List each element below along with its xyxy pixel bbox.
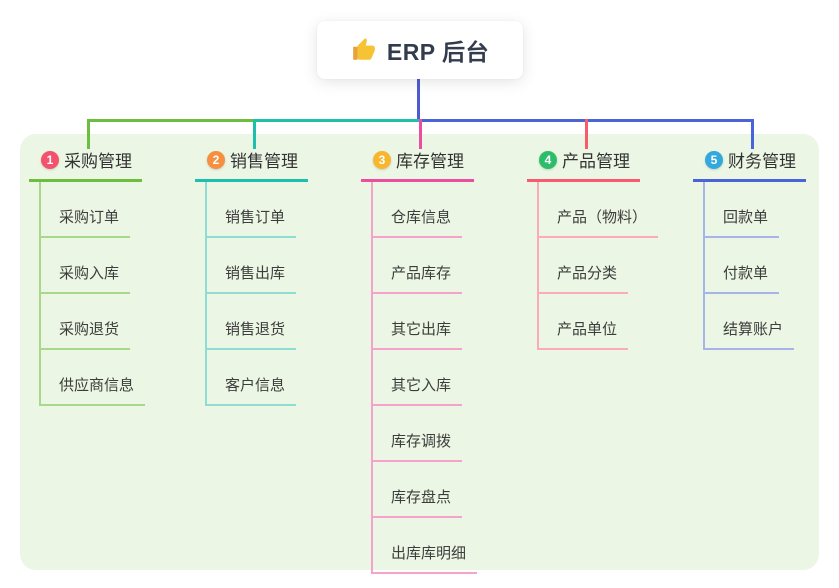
child-node[interactable]: 产品（物料） — [539, 206, 659, 238]
branch-采购管理: 1 采购管理 采购订单采购入库采购退货供应商信息 — [29, 147, 146, 406]
branch-drop-line-5 — [751, 119, 754, 149]
child-node[interactable]: 销售订单 — [207, 206, 297, 238]
child-row: 产品（物料） — [539, 182, 659, 238]
child-row: 采购订单 — [41, 182, 145, 238]
bus-segment-teal — [253, 119, 419, 122]
branch-number-badge: 4 — [539, 150, 557, 169]
child-node[interactable]: 回款单 — [705, 206, 780, 238]
child-node[interactable]: 供应商信息 — [41, 374, 146, 406]
bus-segment-green — [87, 119, 253, 122]
child-row: 仓库信息 — [373, 182, 477, 238]
child-row: 出库库明细 — [373, 518, 478, 574]
child-row: 销售出库 — [207, 238, 297, 294]
branch-drop-line-2 — [253, 119, 256, 149]
child-node[interactable]: 出库库明细 — [373, 542, 478, 574]
branch-label: 财务管理 — [728, 152, 796, 171]
child-row: 付款单 — [705, 238, 794, 294]
child-row: 其它入库 — [373, 350, 477, 406]
root-label: ERP 后台 — [386, 39, 490, 65]
child-row: 销售退货 — [207, 294, 297, 350]
child-row: 供应商信息 — [41, 350, 146, 406]
child-row: 库存盘点 — [373, 462, 477, 518]
child-row: 采购入库 — [41, 238, 145, 294]
root-node[interactable]: ERP 后台 — [317, 21, 523, 79]
branch-number-badge: 5 — [705, 150, 723, 169]
child-row: 结算账户 — [705, 294, 795, 350]
branch-label: 产品管理 — [562, 152, 630, 171]
branch-number-badge: 1 — [41, 150, 59, 169]
branch-产品管理: 4 产品管理 产品（物料） 产品分类产品单位 — [527, 147, 659, 350]
child-row: 产品库存 — [373, 238, 477, 294]
branch-label: 库存管理 — [396, 152, 464, 171]
branch-number-badge: 3 — [373, 150, 391, 169]
branch-header[interactable]: 5 财务管理 — [693, 147, 806, 182]
child-row: 采购退货 — [41, 294, 145, 350]
branch-财务管理: 5 财务管理 回款单付款单结算账户 — [693, 147, 806, 350]
branch-header[interactable]: 3 库存管理 — [361, 147, 474, 182]
child-node[interactable]: 付款单 — [705, 262, 780, 294]
child-node[interactable]: 销售出库 — [207, 262, 297, 294]
child-node[interactable]: 库存调拨 — [373, 430, 463, 462]
branch-drop-line-4 — [585, 119, 588, 149]
child-node[interactable]: 仓库信息 — [373, 206, 463, 238]
child-node[interactable]: 库存盘点 — [373, 486, 463, 518]
child-node[interactable]: 其它出库 — [373, 318, 463, 350]
branch-drop-line-3 — [419, 119, 422, 149]
branches-panel — [20, 134, 819, 570]
child-node[interactable]: 结算账户 — [705, 318, 795, 350]
branch-number-badge: 2 — [207, 150, 225, 169]
branch-children: 产品（物料） 产品分类产品单位 — [537, 182, 659, 350]
child-node[interactable]: 采购入库 — [41, 262, 131, 294]
root-connector-line — [417, 79, 420, 122]
child-node[interactable]: 采购订单 — [41, 206, 131, 238]
child-node[interactable]: 采购退货 — [41, 318, 131, 350]
branch-label: 采购管理 — [64, 152, 132, 171]
branch-header[interactable]: 1 采购管理 — [29, 147, 142, 182]
child-row: 库存调拨 — [373, 406, 477, 462]
branch-label: 销售管理 — [230, 152, 298, 171]
branch-header[interactable]: 4 产品管理 — [527, 147, 640, 182]
branch-drop-line-1 — [87, 119, 90, 149]
branch-库存管理: 3 库存管理 仓库信息产品库存其它出库其它入库库存调拨库存盘点出库库明细 — [361, 147, 478, 574]
child-row: 回款单 — [705, 182, 794, 238]
child-row: 销售订单 — [207, 182, 297, 238]
branch-children: 仓库信息产品库存其它出库其它入库库存调拨库存盘点出库库明细 — [371, 182, 478, 574]
child-row: 产品单位 — [539, 294, 658, 350]
branch-销售管理: 2 销售管理 销售订单销售出库销售退货客户信息 — [195, 147, 308, 406]
thumbs-up-icon — [351, 37, 377, 63]
branch-header[interactable]: 2 销售管理 — [195, 147, 308, 182]
child-row: 其它出库 — [373, 294, 477, 350]
child-node[interactable]: 产品单位 — [539, 318, 629, 350]
branch-children: 回款单付款单结算账户 — [703, 182, 795, 350]
branch-children: 销售订单销售出库销售退货客户信息 — [205, 182, 297, 406]
child-node[interactable]: 其它入库 — [373, 374, 463, 406]
child-node[interactable]: 销售退货 — [207, 318, 297, 350]
child-row: 客户信息 — [207, 350, 297, 406]
child-node[interactable]: 客户信息 — [207, 374, 297, 406]
child-node[interactable]: 产品库存 — [373, 262, 463, 294]
child-row: 产品分类 — [539, 238, 658, 294]
branch-children: 采购订单采购入库采购退货供应商信息 — [39, 182, 146, 406]
child-node[interactable]: 产品分类 — [539, 262, 629, 294]
